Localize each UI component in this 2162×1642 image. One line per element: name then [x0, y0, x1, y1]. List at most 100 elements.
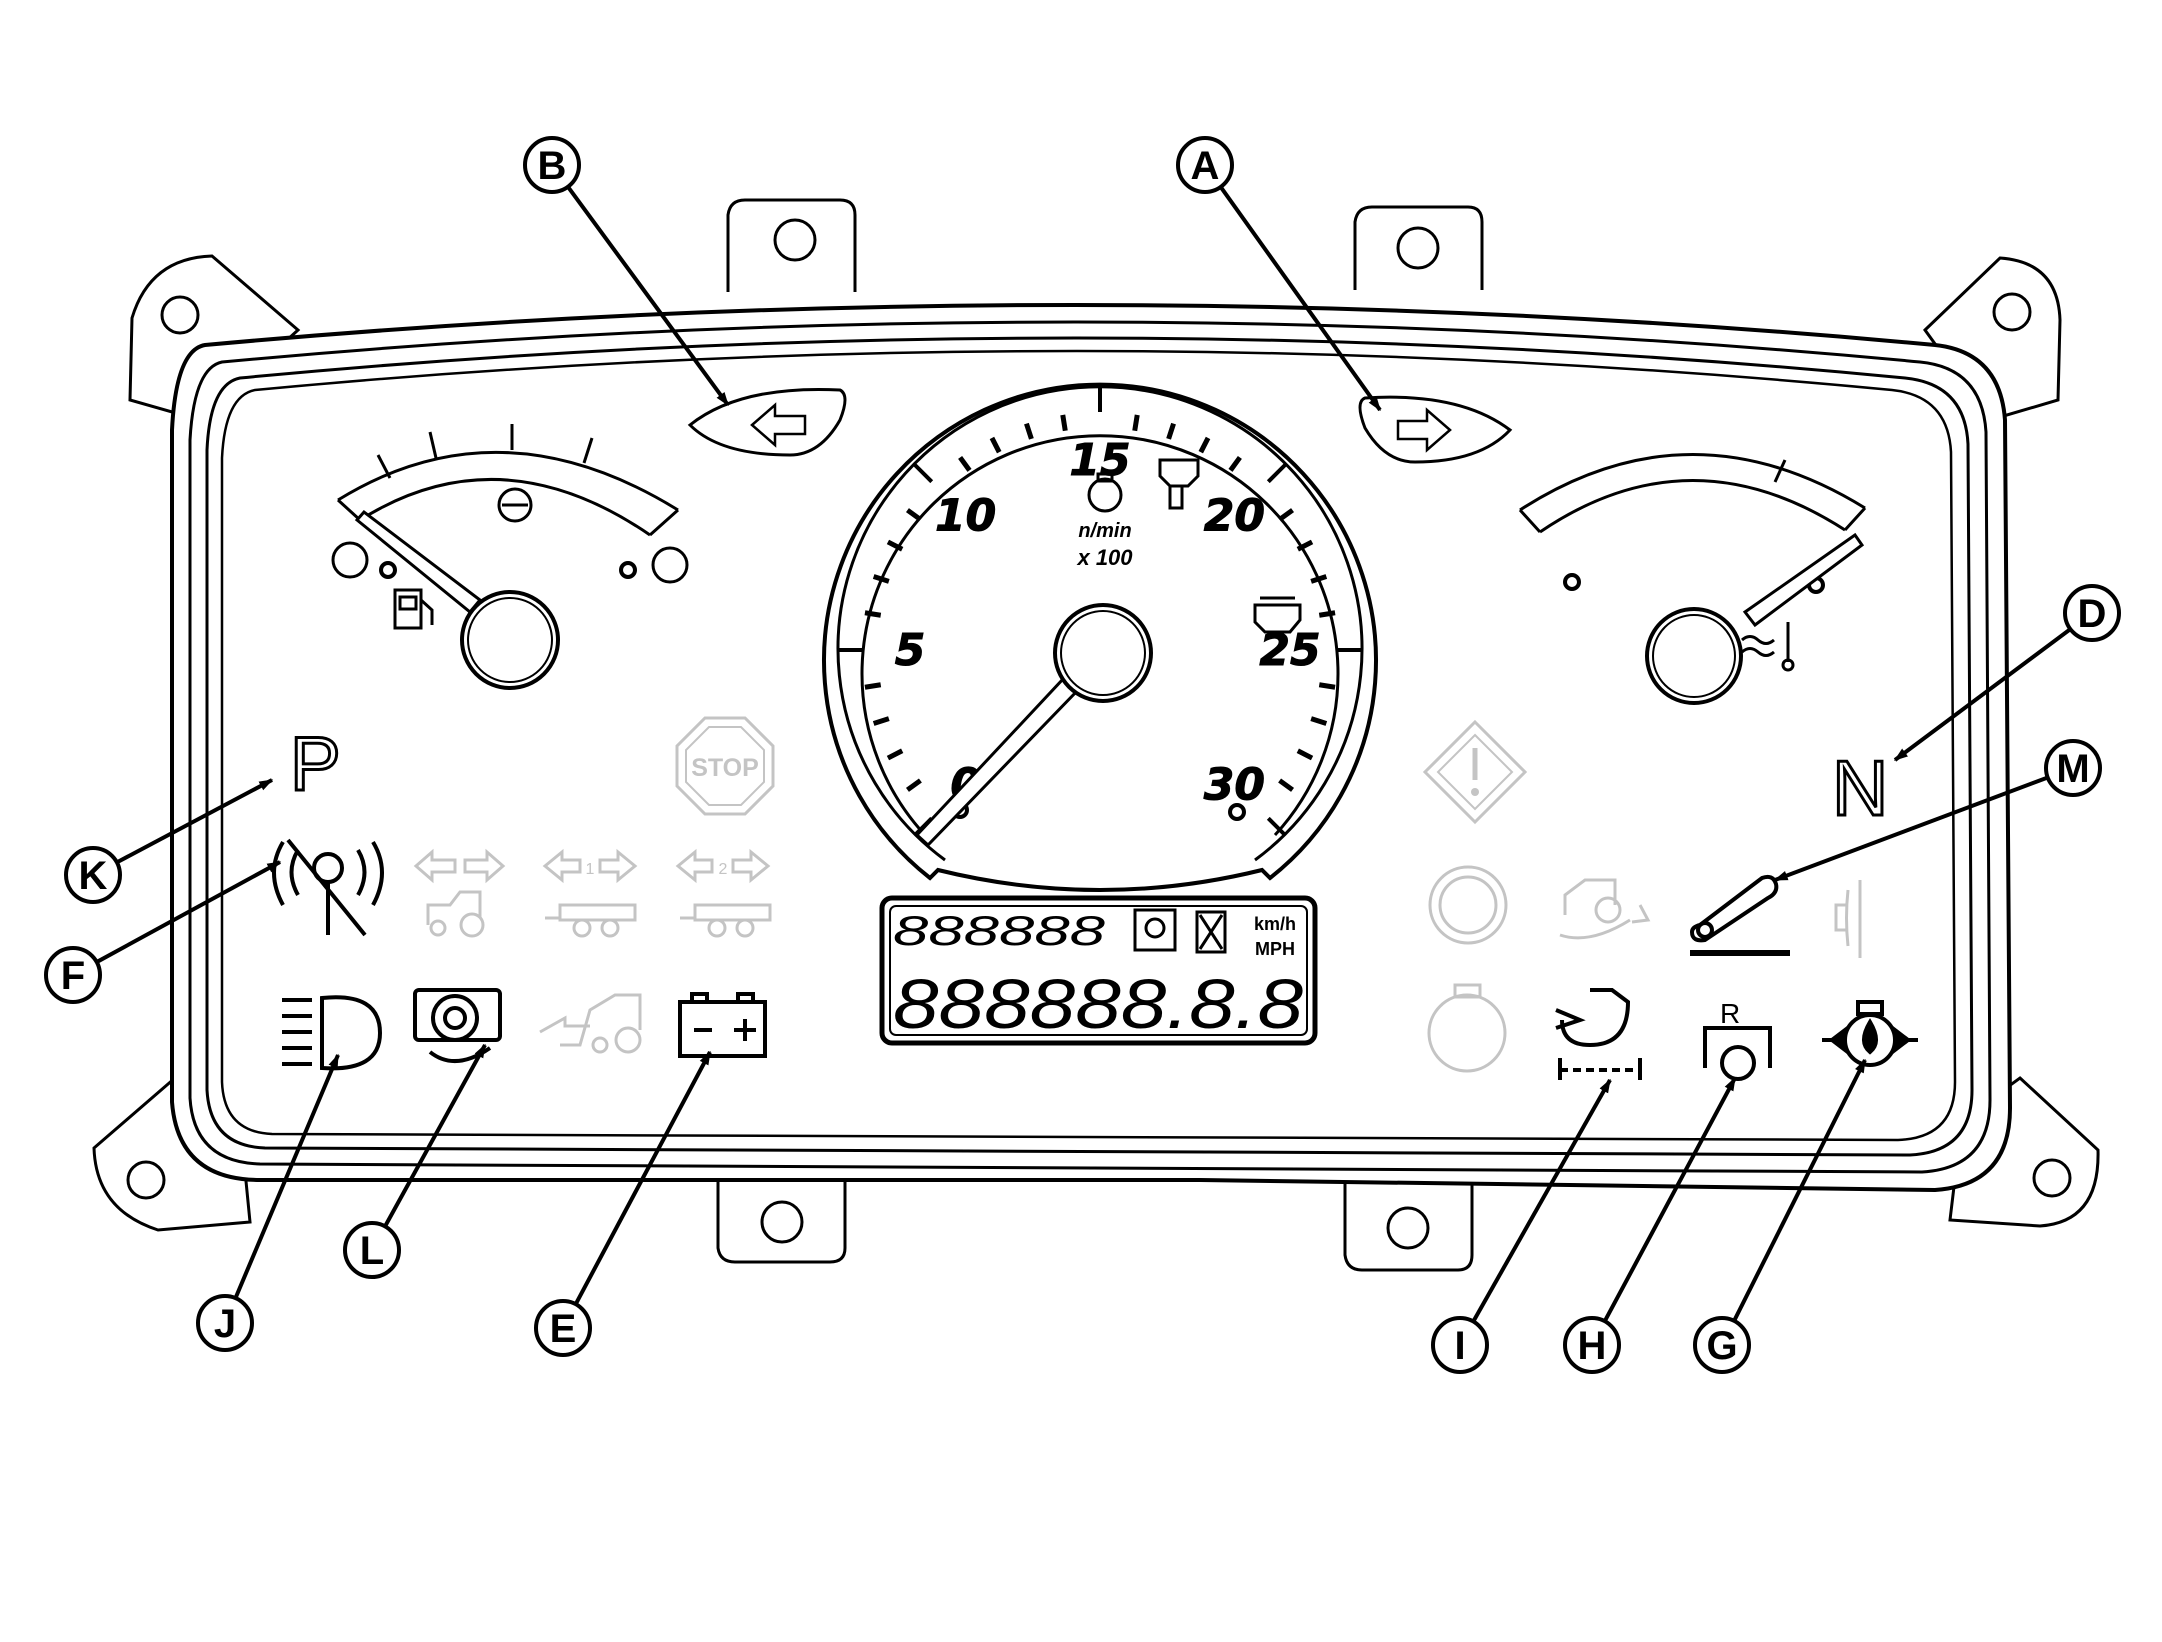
left-turn-indicator	[687, 387, 847, 457]
lcd-bottom-digits: 888888.8.8	[893, 965, 1303, 1043]
coolant-temp-gauge	[1518, 453, 1867, 705]
callout-leader-h	[1602, 1076, 1737, 1323]
fuel-full-marker-large	[651, 546, 689, 584]
tacho-needle-hub	[1053, 603, 1153, 703]
callout-letter-d: D	[2078, 592, 2107, 636]
neutral-indicator: N	[1832, 744, 1888, 832]
tacho-minor-tick	[1060, 414, 1068, 432]
stop-warning-icon: STOP	[675, 716, 775, 816]
tacho-scale-label: 10	[935, 491, 996, 542]
lcd-speed-unit-kmh: km/h	[1254, 914, 1296, 934]
tacho-minor-tick	[1296, 748, 1314, 761]
tacho-minor-tick	[1228, 455, 1242, 472]
mount-hole-bottom-left	[126, 1160, 166, 1200]
mount-hole-bottom-right	[2032, 1158, 2072, 1198]
lcd-panel	[879, 895, 1318, 1046]
callout-j: J	[196, 1053, 340, 1352]
turn-signal-trailer-2-icon: 2	[675, 848, 772, 938]
turn-signal-tractor-icon	[413, 848, 506, 938]
tacho-minor-tick	[864, 682, 882, 690]
callout-letter-m: M	[2056, 747, 2089, 791]
callout-letter-e: E	[550, 1307, 577, 1351]
tractor-rotation-icon	[1559, 878, 1651, 940]
tachometer: 051015202530 n/min x 100	[822, 382, 1378, 892]
engine-warning-icon-tacho	[1158, 458, 1200, 510]
temp-cold-marker	[1563, 573, 1581, 591]
tacho-major-tick	[1266, 463, 1287, 484]
callout-circle-e	[534, 1299, 592, 1357]
callout-letter-l: L	[360, 1229, 384, 1273]
mount-hole-bottom-mid-right	[1386, 1206, 1430, 1250]
tacho-minor-tick	[1318, 610, 1336, 618]
temp-needle	[1742, 532, 1865, 628]
trailer-1-label: 1	[586, 861, 595, 878]
tacho-minor-tick	[1310, 574, 1328, 584]
mount-tab-bottom-mid-left	[716, 1175, 847, 1264]
tacho-scale-label: 20	[1204, 491, 1265, 542]
tacho-minor-tick	[905, 778, 922, 792]
tacho-scale-label: 5	[895, 625, 926, 676]
radar-off-icon	[272, 838, 384, 937]
front-axle-pto-icon	[1555, 988, 1642, 1080]
right-turn-indicator	[1358, 395, 1513, 464]
callout-letter-b: B	[538, 144, 567, 188]
tacho-minor-tick	[1198, 436, 1211, 454]
tacho-scale-label: 30	[1204, 759, 1265, 810]
rear-pto-letter: R	[1720, 998, 1740, 1029]
callout-leader-k	[115, 778, 274, 865]
mount-hole-top-right	[1992, 292, 2032, 332]
callout-letter-g: G	[1706, 1324, 1737, 1368]
lcd-speed-unit-mph: MPH	[1255, 939, 1295, 959]
callout-b: B	[523, 136, 730, 407]
fuel-half-marker	[497, 487, 533, 523]
tacho-minor-tick	[958, 455, 972, 472]
tacho-minor-tick	[1296, 539, 1314, 552]
mount-tab-top-left	[128, 254, 301, 422]
callout-e: E	[534, 1050, 712, 1357]
callout-letter-a: A	[1191, 144, 1220, 188]
mount-tab-top-mid-right	[1353, 205, 1484, 290]
callout-leader-a	[1219, 185, 1382, 412]
fuel-empty-marker-small	[379, 561, 397, 579]
oil-pressure-icon	[1822, 1000, 1918, 1067]
callout-letter-h: H	[1578, 1324, 1607, 1368]
callout-leader-j	[233, 1053, 340, 1299]
tacho-outer-rim	[822, 382, 1378, 892]
tacho-minor-tick	[886, 539, 904, 552]
callout-circle-b	[523, 136, 581, 194]
tacho-minor-tick	[1310, 716, 1328, 726]
mount-hole-top-mid-left	[773, 218, 817, 262]
callout-d: D	[1893, 584, 2121, 762]
fuel-pump-icon	[393, 588, 434, 630]
lcd-gear-icon	[1133, 908, 1177, 952]
callout-leader-f	[95, 860, 282, 964]
mount-tab-top-right	[1923, 256, 2062, 422]
frame-ring-3	[205, 336, 1974, 1157]
mount-hole-top-left	[160, 295, 200, 335]
callout-circle-m	[2044, 739, 2102, 797]
lcd-hourglass-icon	[1195, 910, 1227, 954]
callout-i: I	[1431, 1078, 1612, 1374]
fuel-empty-marker-large	[331, 541, 369, 579]
tacho-minor-tick	[864, 610, 882, 618]
rear-pto-icon: R	[1703, 998, 1772, 1081]
callout-letter-k: K	[79, 854, 108, 898]
cluster-housing	[92, 198, 2100, 1272]
tacho-major-tick	[1266, 816, 1287, 837]
callout-circle-k	[64, 846, 122, 904]
mount-tab-top-mid-left	[726, 198, 857, 292]
fuel-needle-hub	[460, 590, 560, 690]
tacho-rim-inner	[836, 385, 1364, 862]
engine-rpm-icon	[1087, 472, 1123, 513]
callout-leader-m	[1773, 775, 2049, 882]
tacho-minor-tick	[1278, 508, 1295, 522]
callout-letter-j: J	[214, 1302, 236, 1346]
callout-letter-i: I	[1454, 1324, 1465, 1368]
tacho-minor-tick	[1318, 682, 1336, 690]
callout-f: F	[44, 860, 282, 1004]
parking-brake-lever-icon	[1689, 874, 1790, 956]
turn-signal-trailer-1-icon: 1	[542, 848, 638, 938]
tacho-max-dot	[1228, 803, 1246, 821]
tacho-scale-arc	[860, 434, 1340, 837]
